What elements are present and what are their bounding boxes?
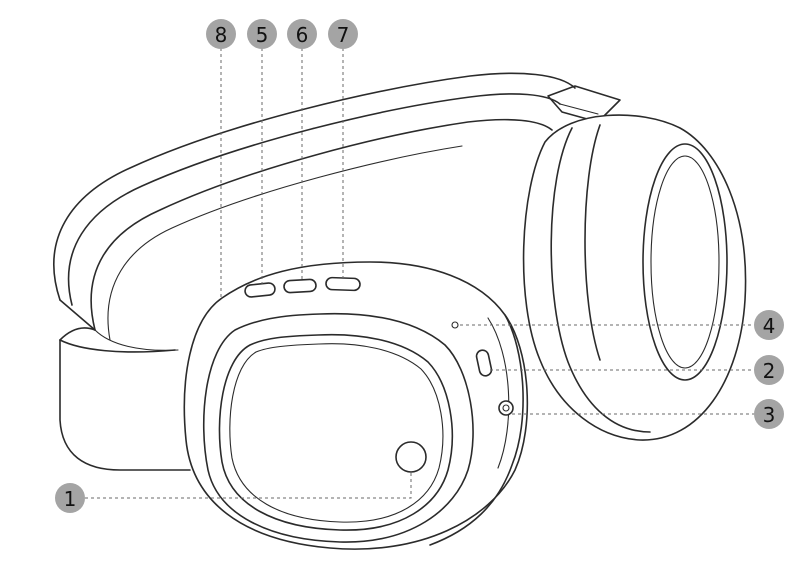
callout-6: 6	[287, 19, 317, 49]
headband	[53, 72, 621, 341]
callout-3: 3	[754, 399, 784, 429]
callout-4: 4	[754, 310, 784, 340]
callout-7-label: 7	[337, 23, 350, 47]
left-slider	[59, 327, 191, 471]
callout-1: 1	[55, 483, 85, 513]
callout-2-label: 2	[763, 359, 776, 383]
callout-3-label: 3	[763, 403, 776, 427]
power-button[interactable]	[475, 349, 493, 377]
callout-6-label: 6	[296, 23, 309, 47]
callout-5: 5	[247, 19, 277, 49]
volume-down-button[interactable]	[244, 282, 276, 298]
top-controls	[244, 276, 361, 298]
callout-8-label: 8	[215, 23, 228, 47]
microphone-hole	[451, 321, 459, 329]
play-pause-button[interactable]	[283, 278, 317, 294]
callout-5-label: 5	[256, 23, 269, 47]
left-ear-cup	[183, 261, 529, 550]
volume-up-button[interactable]	[325, 276, 361, 292]
leader-lines	[85, 48, 754, 499]
audio-jack-port[interactable]	[498, 400, 514, 416]
right-ear-cup	[522, 114, 747, 441]
callout-1-label: 1	[64, 487, 77, 511]
callout-4-label: 4	[763, 314, 776, 338]
callout-7: 7	[328, 19, 358, 49]
callout-2: 2	[754, 355, 784, 385]
side-controls	[451, 321, 514, 416]
callout-8: 8	[206, 19, 236, 49]
headphones-illustration	[53, 72, 747, 550]
